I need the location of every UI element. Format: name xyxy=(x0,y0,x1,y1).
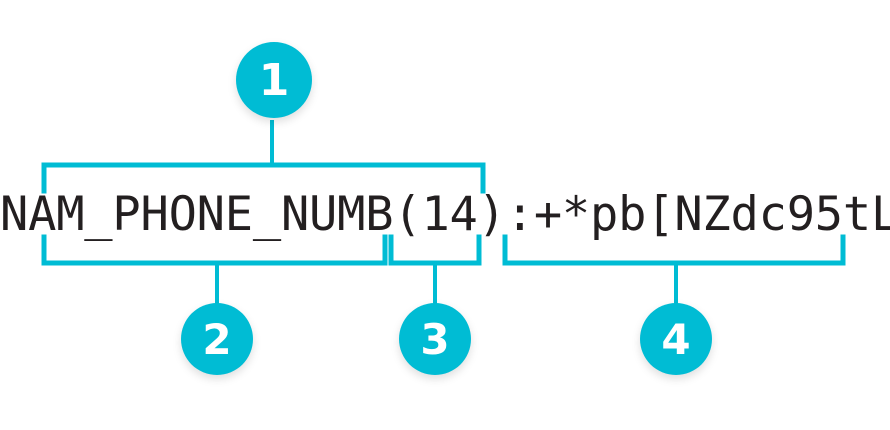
callout-marker-3[interactable]: 3 xyxy=(399,303,471,375)
bracket-segment-3 xyxy=(388,234,482,306)
callout-label-2: 2 xyxy=(202,314,232,364)
bracket-segment-1 xyxy=(41,120,486,194)
code-string: NAM_PHONE_NUMB(14):+*pb[NZdc95tLB xyxy=(0,187,890,242)
callout-label-3: 3 xyxy=(420,314,450,364)
callout-marker-1[interactable]: 1 xyxy=(236,42,312,118)
callout-marker-2[interactable]: 2 xyxy=(181,303,253,375)
bracket-segment-4 xyxy=(502,234,846,306)
bracket-segment-2 xyxy=(41,234,388,306)
callout-label-4: 4 xyxy=(661,314,691,364)
callout-label-1: 1 xyxy=(258,54,290,106)
callout-marker-4[interactable]: 4 xyxy=(640,303,712,375)
